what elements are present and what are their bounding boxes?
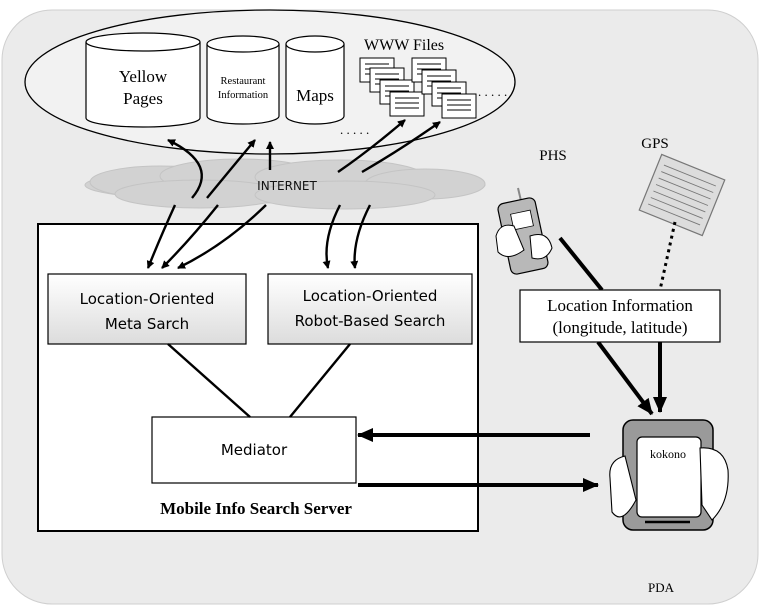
gps-dotted-link — [658, 221, 677, 291]
phs-to-location-line — [558, 236, 604, 292]
restaurant-label-line2: Information — [218, 90, 269, 101]
gps-receiver-icon — [638, 153, 726, 237]
pda-screen-text: kokono — [650, 447, 686, 461]
phs-to-pda-arrow — [596, 340, 654, 416]
restaurant-label-line1: Restaurant — [221, 76, 266, 87]
phs-label: PHS — [539, 148, 567, 164]
meta-search-label-line2: Meta Sarch — [105, 315, 189, 333]
server-caption: Mobile Info Search Server — [160, 499, 352, 518]
robot-search-internet-arrows — [322, 119, 441, 269]
internet-label: INTERNET — [257, 179, 317, 193]
robot-search-label-line2: Robot-Based Search — [295, 312, 446, 330]
yellow-pages-label-line2: Pages — [123, 89, 163, 108]
www-files-dots-bottom: . . . . . — [340, 122, 369, 137]
meta-search-box — [47, 273, 247, 345]
location-info-line2: (longitude, latitude) — [552, 318, 687, 337]
robot-search-box — [267, 273, 473, 345]
mediator-label: Mediator — [221, 441, 288, 459]
meta-to-mediator-line — [167, 343, 251, 418]
yellow-pages-database-icon — [85, 32, 201, 128]
gps-label: GPS — [641, 136, 669, 152]
mediator-box — [151, 416, 357, 484]
meta-search-label-line1: Location-Oriented — [80, 290, 215, 308]
restaurant-database-icon — [206, 35, 280, 125]
www-files-label: WWW Files — [364, 37, 444, 54]
robot-to-mediator-line — [289, 343, 351, 418]
pda-label: PDA — [648, 580, 675, 595]
maps-database-icon — [285, 35, 345, 125]
www-files-document-icons — [359, 57, 477, 119]
location-information-box — [519, 289, 721, 343]
pda-device-icon — [609, 419, 729, 531]
meta-search-internet-arrows — [146, 138, 267, 270]
maps-label: Maps — [296, 86, 334, 105]
robot-search-label-line1: Location-Oriented — [303, 287, 438, 305]
phs-phone-icon — [495, 187, 553, 275]
location-info-line1: Location Information — [547, 296, 693, 315]
yellow-pages-label-line1: Yellow — [119, 67, 168, 86]
www-files-dots-right: . . . . . — [478, 84, 507, 99]
